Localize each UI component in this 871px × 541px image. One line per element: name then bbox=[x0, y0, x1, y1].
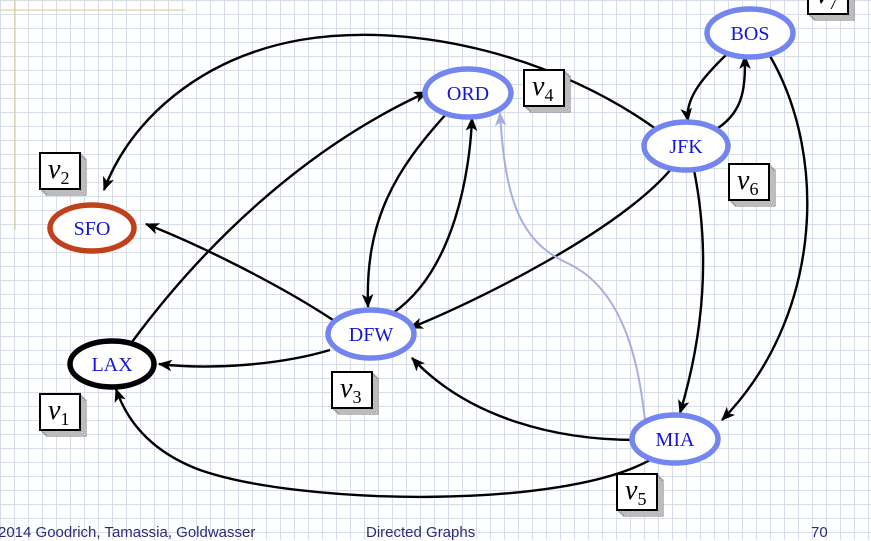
node-lax-label: LAX bbox=[91, 354, 133, 376]
edge-jfk-bos bbox=[717, 54, 751, 129]
node-lax: LAX bbox=[67, 338, 157, 390]
node-dfw-label: DFW bbox=[349, 324, 394, 346]
edge-dfw-sfo bbox=[144, 222, 334, 322]
vertex-label-v1: v1 bbox=[39, 393, 87, 437]
edge-bos-jfk bbox=[680, 54, 727, 123]
edge-lax-ord bbox=[131, 90, 429, 343]
node-ord-label: ORD bbox=[447, 83, 489, 105]
vertex-label-v4: v4 bbox=[523, 69, 571, 113]
edge-jfk-sfo bbox=[102, 33, 657, 192]
vertex-label-v1-box bbox=[39, 393, 81, 431]
node-dfw: DFW bbox=[325, 307, 417, 361]
vertex-label-v6: v6 bbox=[728, 163, 776, 207]
vertex-label-v5: v5 bbox=[616, 473, 664, 517]
node-ord-ellipse bbox=[422, 66, 514, 120]
edge-ord-dfw bbox=[361, 111, 449, 309]
vertex-label-v6-text: v6 bbox=[737, 165, 758, 199]
vertex-label-v4-box bbox=[523, 69, 565, 107]
vertex-label-v3-text: v3 bbox=[340, 373, 361, 407]
vertex-label-v7: v7 bbox=[807, 0, 855, 21]
edge-mia-lax bbox=[114, 387, 651, 499]
edge-jfk-dfw bbox=[408, 167, 673, 330]
node-sfo-ellipse bbox=[47, 202, 137, 254]
vertex-label-v7-box bbox=[807, 0, 849, 15]
footer-copyright: 2014 Goodrich, Tamassia, Goldwasser bbox=[0, 524, 256, 541]
vertex-labels-layer: v4 v2 v6 v3 v1 v5 v7 bbox=[39, 0, 855, 517]
nodes-layer: BOS ORD JFK SFO DFW LAX MIA bbox=[47, 6, 796, 466]
node-lax-ellipse bbox=[67, 338, 157, 390]
vertex-label-v2-text: v2 bbox=[48, 154, 69, 188]
vertex-label-v3-box bbox=[331, 371, 373, 409]
vertex-label-v2-box bbox=[39, 152, 81, 190]
vertex-label-v5-text: v5 bbox=[625, 475, 646, 509]
node-bos: BOS bbox=[704, 6, 796, 60]
edge-dfw-ord bbox=[392, 116, 478, 314]
node-bos-ellipse bbox=[704, 6, 796, 60]
vertex-label-v3: v3 bbox=[331, 371, 379, 415]
node-sfo: SFO bbox=[47, 202, 137, 254]
edge-jfk-mia bbox=[678, 169, 705, 415]
edge-dfw-lax bbox=[157, 348, 331, 372]
edge-mia-dfw bbox=[411, 357, 637, 442]
slide-footer: 2014 Goodrich, Tamassia, Goldwasser Dire… bbox=[0, 524, 871, 541]
vertex-label-v1-text: v1 bbox=[48, 395, 69, 429]
decorative-line-horizontal bbox=[0, 9, 185, 11]
node-mia: MIA bbox=[629, 412, 721, 466]
node-ord: ORD bbox=[422, 66, 514, 120]
vertex-label-v6-box bbox=[728, 163, 770, 201]
edges-layer bbox=[102, 33, 809, 499]
footer-title: Directed Graphs bbox=[366, 524, 476, 541]
node-mia-label: MIA bbox=[656, 429, 695, 451]
digraph-diagram: BOS ORD JFK SFO DFW LAX MIA v4 v2 v6 v3 v1 v5 v7 bbox=[39, 0, 855, 517]
edge-mia-ord bbox=[494, 111, 646, 421]
node-mia-ellipse bbox=[629, 412, 721, 466]
vertex-label-v5-box bbox=[616, 473, 658, 511]
decorative-line-vertical bbox=[14, 0, 16, 230]
footer-page-number: 70 bbox=[811, 524, 828, 541]
node-jfk-label: JFK bbox=[669, 136, 703, 158]
node-jfk-ellipse bbox=[641, 119, 731, 173]
vertex-label-v4-text: v4 bbox=[532, 71, 553, 105]
vertex-label-v2: v2 bbox=[39, 152, 87, 196]
node-jfk: JFK bbox=[641, 119, 731, 173]
node-bos-label: BOS bbox=[731, 23, 770, 45]
node-sfo-label: SFO bbox=[74, 218, 111, 240]
node-dfw-ellipse bbox=[325, 307, 417, 361]
edge-bos-mia bbox=[721, 55, 809, 421]
vertex-label-v7-text: v7 bbox=[816, 0, 837, 13]
